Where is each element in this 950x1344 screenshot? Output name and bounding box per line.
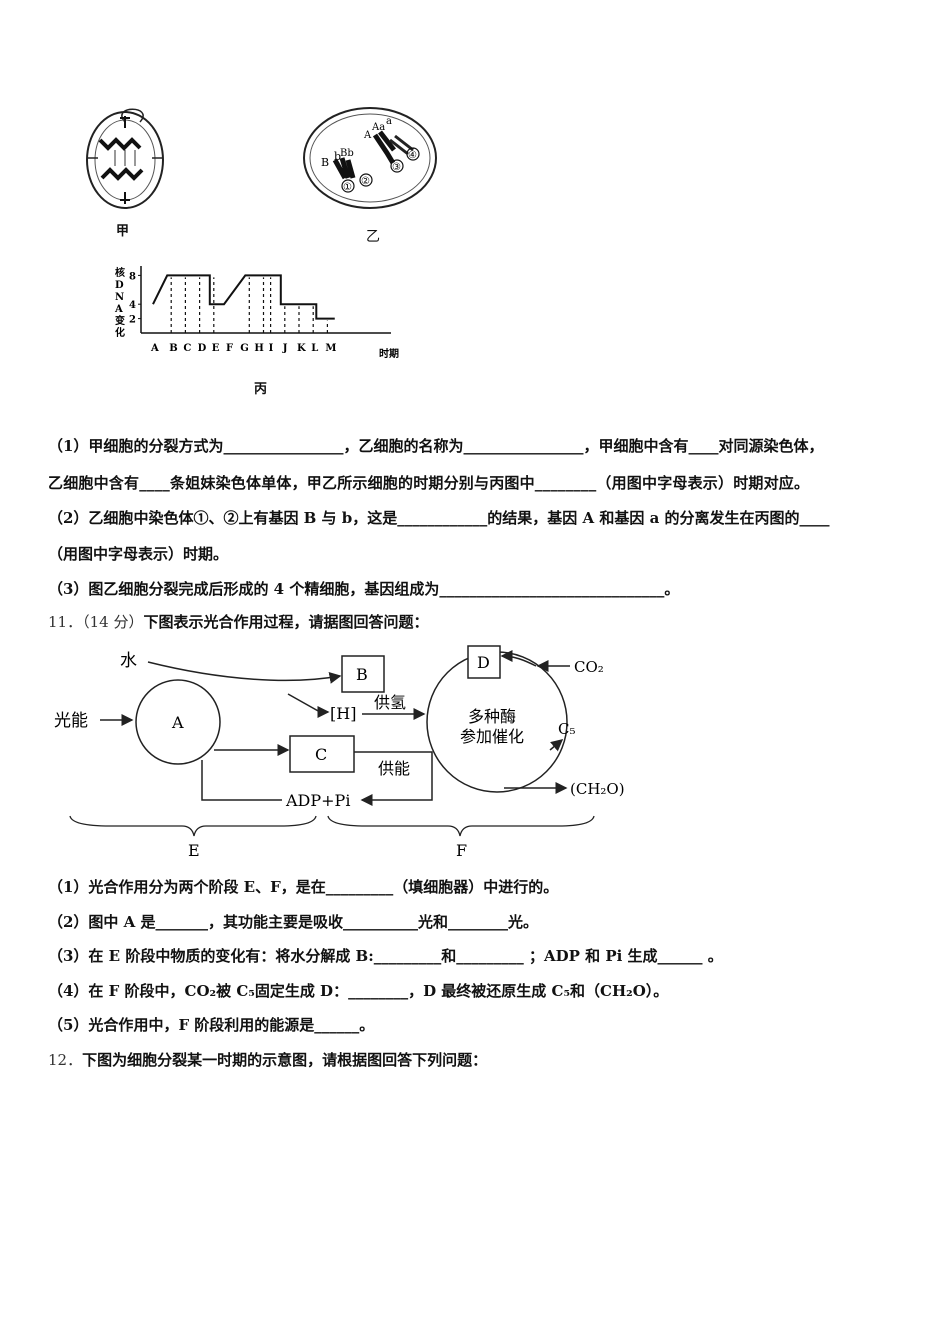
chart-xlabel: 时期 bbox=[379, 347, 399, 360]
chart-y-tick-label: 8 bbox=[129, 271, 136, 282]
q12-number: 12． bbox=[48, 1051, 83, 1069]
label-D: D bbox=[477, 653, 490, 672]
q11-item-3: （3）在 E 阶段中物质的变化有：将水分解成 B:_________和_____… bbox=[48, 947, 723, 965]
label-adp-pi: ADP+Pi bbox=[285, 791, 350, 810]
cell-jia bbox=[86, 108, 164, 209]
chart-x-tick-label: G bbox=[240, 343, 249, 354]
label-E: E bbox=[188, 841, 200, 860]
chromosome-1-label: ① bbox=[343, 182, 352, 193]
chart-x-tick-label: A bbox=[150, 343, 159, 354]
q11-item-4: （4）在 F 阶段中，CO₂被 C₅固定生成 D：________，D 最终被还… bbox=[48, 982, 669, 1000]
q11-item-2: （2）图中 A 是_______，其功能主要是吸收__________光和___… bbox=[48, 913, 539, 931]
label-supply-energy: 供能 bbox=[378, 759, 410, 778]
cell-yi: B b Bb A Aa a ① ② ③ ④ bbox=[303, 107, 437, 209]
label-yi: 乙 bbox=[366, 229, 380, 245]
chart-ylabel-char: 核 bbox=[115, 266, 125, 279]
gene-a: a bbox=[386, 116, 392, 127]
chart-x-tick-label: I bbox=[269, 343, 274, 354]
label-A: A bbox=[171, 713, 184, 732]
chart-series-line bbox=[152, 274, 335, 320]
chart-ylabel-char: A bbox=[114, 304, 123, 315]
label-c5: C₅ bbox=[558, 720, 576, 738]
label-co2: CO₂ bbox=[574, 658, 604, 676]
chart-ylabel-char: D bbox=[115, 280, 124, 291]
chart-x-tick-label: C bbox=[183, 343, 191, 354]
gene-b: b bbox=[334, 150, 341, 163]
chart-ylabel-char: 变 bbox=[115, 314, 125, 327]
chart-x-tick-label: K bbox=[297, 343, 306, 354]
brace-F bbox=[327, 815, 595, 837]
chart-x-tick-label: H bbox=[254, 343, 263, 354]
gene-Aa: Aa bbox=[371, 122, 385, 133]
label-ch2o: (CH₂O) bbox=[570, 780, 625, 798]
q10-part2-line1: （2）乙细胞中染色体①、②上有基因 B 与 b，这是____________的结… bbox=[48, 509, 830, 527]
q11-heading-text: 下图表示光合作用过程，请据图回答问题： bbox=[143, 613, 429, 631]
chart-ylabel-char: 化 bbox=[115, 326, 125, 339]
chromosome-4-label: ④ bbox=[408, 150, 417, 161]
q11-item-5: （5）光合作用中，F 阶段利用的能源是______。 bbox=[48, 1016, 375, 1034]
q10-part1-line2: 乙细胞中含有____条姐妹染色体单体，甲乙所示细胞的时期分别与丙图中______… bbox=[48, 474, 810, 492]
label-bing: 丙 bbox=[254, 382, 268, 397]
q11-item-1: （1）光合作用分为两个阶段 E、F，是在_________（填细胞器）中进行的。 bbox=[48, 878, 559, 896]
q10-part1-line1: （1）甲细胞的分裂方式为________________，乙细胞的名称为____… bbox=[48, 437, 824, 455]
circle-A bbox=[135, 679, 221, 765]
chart-y-tick-label: 2 bbox=[129, 315, 136, 326]
q11-heading: 11．（14 分）下图表示光合作用过程，请据图回答问题： bbox=[48, 612, 428, 632]
q12-heading: 12．下图为细胞分裂某一时期的示意图，请根据图回答下列问题： bbox=[48, 1050, 487, 1070]
chart-x-tick-label: B bbox=[169, 343, 177, 354]
chart-x-tick-label: D bbox=[198, 343, 207, 354]
chromosome-2-label: ② bbox=[361, 176, 370, 187]
q10-part3: （3）图乙细胞分裂完成后形成的 4 个精细胞，基因组成为____________… bbox=[48, 580, 680, 598]
label-supply-hydrogen: 供氢 bbox=[374, 693, 406, 712]
chromosome-3-label: ③ bbox=[392, 162, 401, 173]
cell-figures: B b Bb A Aa a ① ② ③ ④ bbox=[86, 107, 437, 209]
chart-x-tick-label: J bbox=[282, 343, 288, 354]
label-C: C bbox=[315, 745, 327, 764]
chart-ylabel-char: N bbox=[115, 292, 124, 303]
label-H: [H] bbox=[330, 704, 356, 723]
gene-B: B bbox=[321, 156, 329, 169]
gene-Bb: Bb bbox=[340, 148, 354, 159]
photosynthesis-diagram: 水 光能 A B [H] 供氢 C 供能 ADP+Pi 多种酶 参加催化 D C… bbox=[54, 645, 625, 860]
gene-A: A bbox=[363, 130, 372, 141]
q11-number: 11．（14 分） bbox=[48, 613, 144, 631]
chart-x-tick-label: L bbox=[311, 343, 318, 354]
chart-x-tick-label: E bbox=[212, 343, 220, 354]
chart-x-tick-label: F bbox=[226, 343, 233, 354]
label-water: 水 bbox=[120, 651, 137, 671]
label-B: B bbox=[356, 665, 368, 684]
label-jia: 甲 bbox=[116, 224, 130, 239]
box-D bbox=[467, 645, 501, 679]
chart-y-tick-label: 4 bbox=[129, 300, 136, 311]
label-enzymes-2: 参加催化 bbox=[460, 727, 524, 746]
brace-E bbox=[69, 815, 317, 837]
box-C bbox=[289, 735, 355, 773]
label-enzymes-1: 多种酶 bbox=[468, 707, 516, 726]
chart-x-tick-label: M bbox=[325, 343, 336, 354]
q10-part2-line2: （用图中字母表示）时期。 bbox=[48, 545, 229, 563]
q12-heading-text: 下图为细胞分裂某一时期的示意图，请根据图回答下列问题： bbox=[82, 1051, 488, 1069]
box-B bbox=[341, 655, 385, 693]
label-F: F bbox=[456, 841, 467, 860]
label-light: 光能 bbox=[54, 711, 88, 731]
